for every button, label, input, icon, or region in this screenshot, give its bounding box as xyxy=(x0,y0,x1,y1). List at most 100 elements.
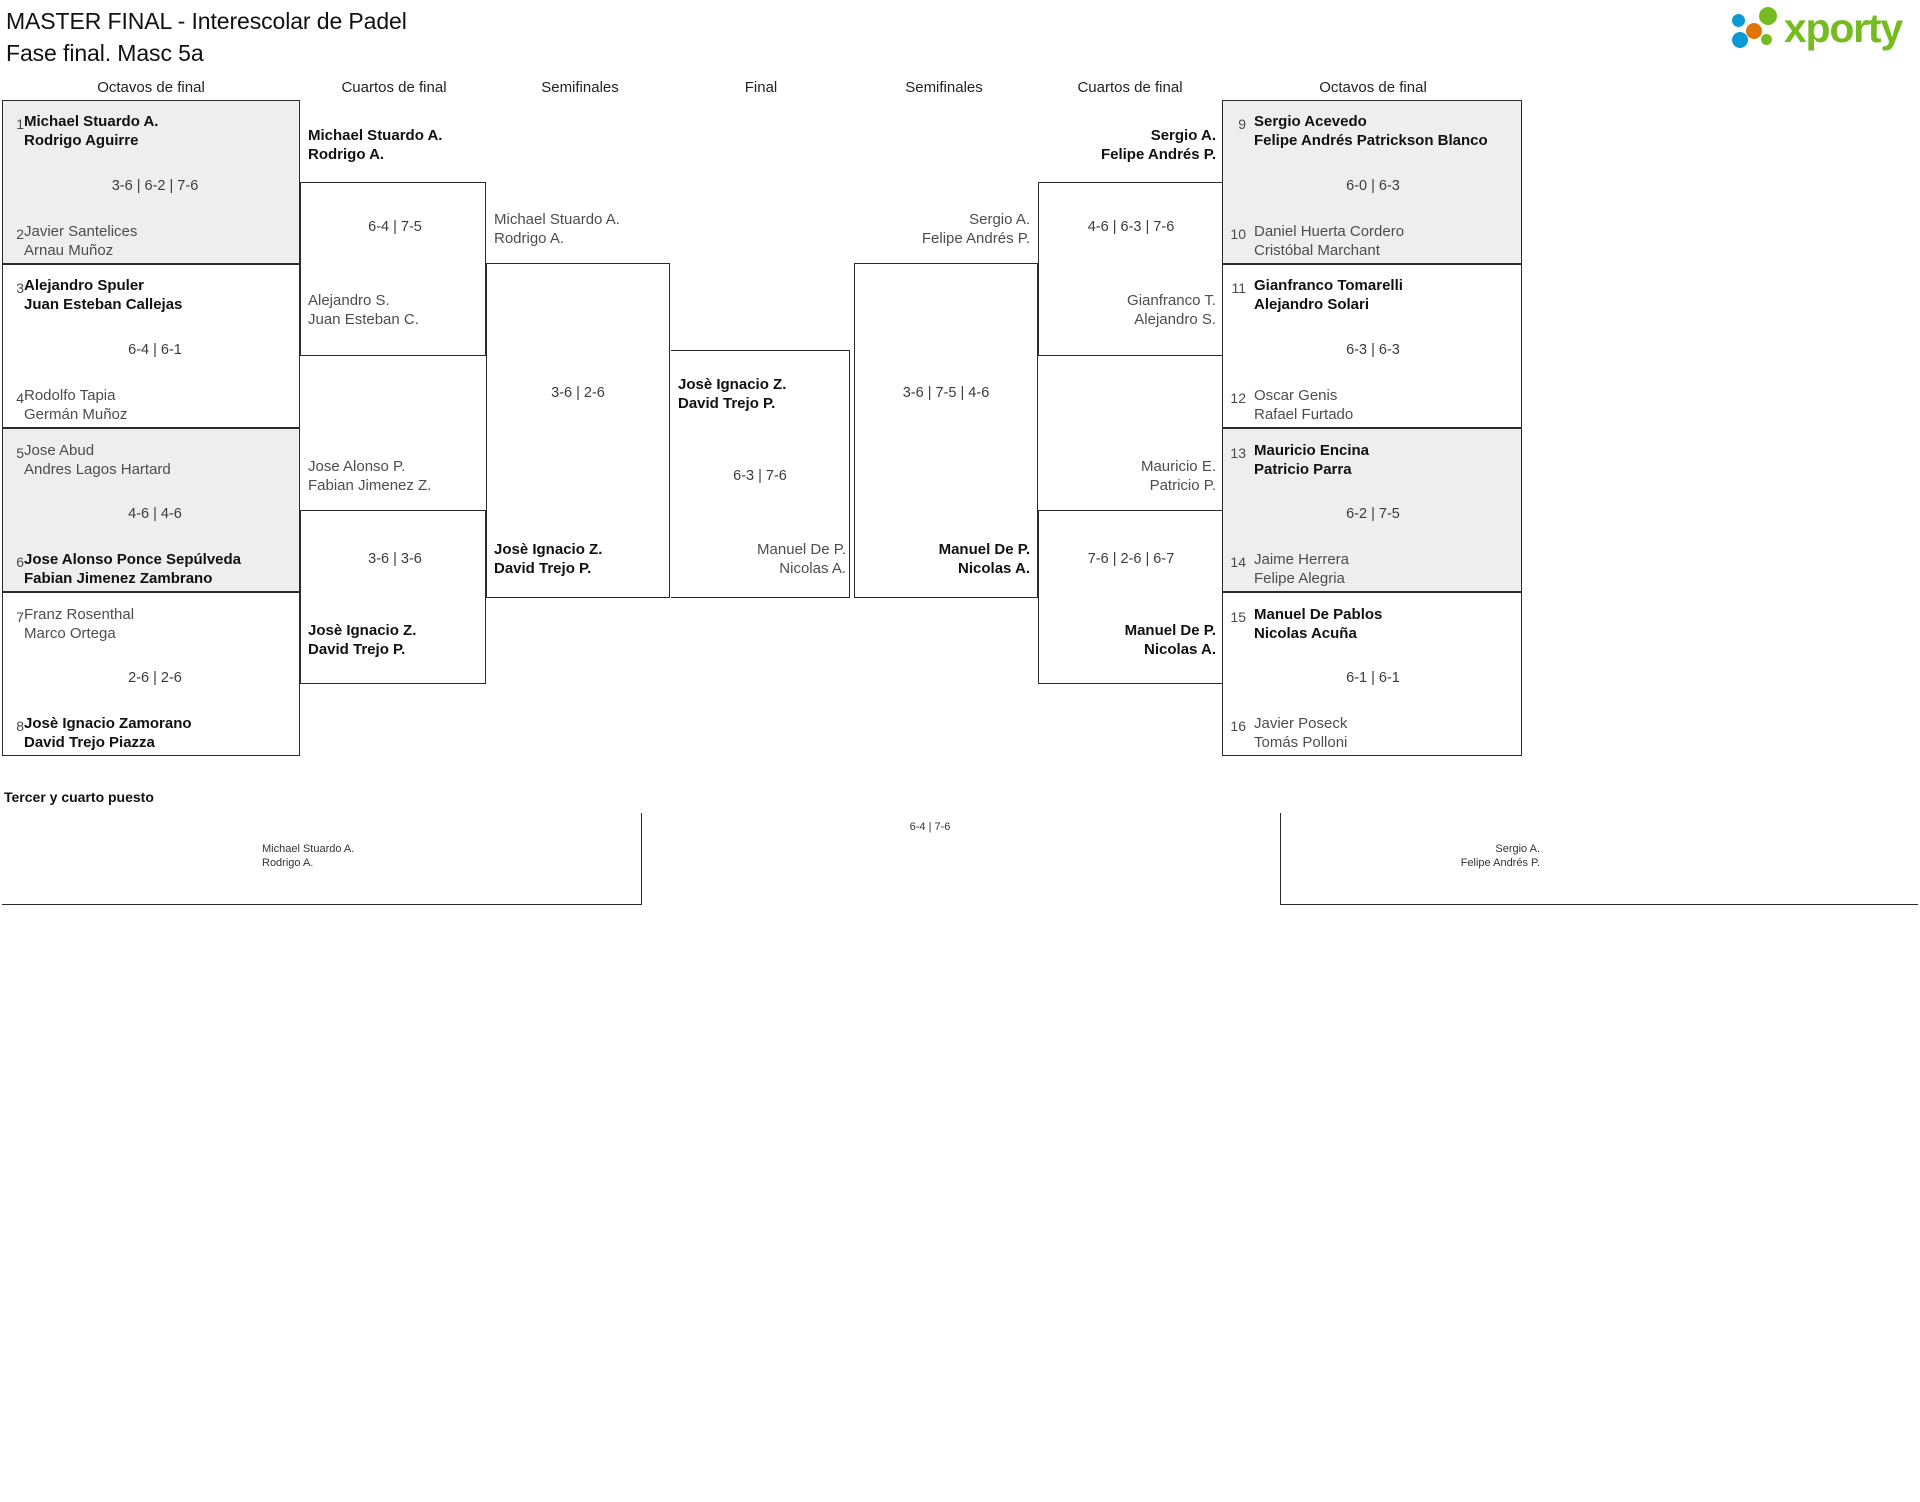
final-left-edge xyxy=(669,350,671,598)
match-box-l16-4[interactable] xyxy=(2,592,300,756)
seed-number: 5 xyxy=(16,445,24,461)
player-1: Jose Abud xyxy=(24,442,95,459)
team-l16-7[interactable]: 7 Franz Rosenthal Marco Ortega xyxy=(6,605,298,643)
seed-number: 3 xyxy=(16,280,24,296)
match-box-rqf-2[interactable] xyxy=(1038,510,1224,684)
player-2: Felipe Andrés P. xyxy=(1460,857,1540,870)
team-l16-1[interactable]: 1 Michael Stuardo A. Rodrigo Aguirre xyxy=(6,112,298,150)
seed-number: 1 xyxy=(16,116,24,132)
team-r16-13[interactable]: 13 Mauricio Encina Patricio Parra xyxy=(1228,441,1518,479)
player-1: Gianfranco T. xyxy=(1127,292,1216,309)
player-1: Javier Santelices xyxy=(24,223,138,240)
team-l16-2[interactable]: 2 Javier Santelices Arnau Muñoz xyxy=(6,222,298,260)
team-l16-3[interactable]: 3 Alejandro Spuler Juan Esteban Callejas xyxy=(6,276,298,314)
score-rsf-1: 3-6 | 7-5 | 4-6 xyxy=(902,385,990,401)
team-lsf-1[interactable]: Michael Stuardo A. Rodrigo A. xyxy=(494,210,670,248)
team-lqf-4[interactable]: Josè Ignacio Z. David Trejo P. xyxy=(308,621,488,659)
player-1: Michael Stuardo A. xyxy=(494,211,620,228)
player-2: Alejandro S. xyxy=(1134,311,1216,329)
team-r16-11[interactable]: 11 Gianfranco Tomarelli Alejandro Solari xyxy=(1228,276,1518,314)
team-rsf-2[interactable]: Manuel De P. Nicolas A. xyxy=(854,540,1030,578)
team-lqf-1[interactable]: Michael Stuardo A. Rodrigo A. xyxy=(308,126,488,164)
match-box-lqf-1[interactable] xyxy=(300,182,486,356)
player-1: Franz Rosenthal xyxy=(24,606,135,623)
match-box-l16-1[interactable] xyxy=(2,100,300,264)
logo-wordmark: xporty xyxy=(1783,4,1903,51)
team-r16-14[interactable]: 14 Jaime Herrera Felipe Alegria xyxy=(1228,550,1518,588)
player-1: Manuel De Pablos xyxy=(1254,606,1383,623)
team-names: Gianfranco Tomarelli Alejandro Solari xyxy=(1254,276,1403,314)
player-1: Michael Stuardo A. xyxy=(308,127,443,144)
score-l16-1: 3-6 | 6-2 | 7-6 xyxy=(111,178,199,194)
player-2: Patricio Parra xyxy=(1254,461,1352,479)
team-names: Manuel De Pablos Nicolas Acuña xyxy=(1254,605,1382,643)
match-box-rsf-1[interactable] xyxy=(854,263,1038,598)
match-box-r16-3[interactable] xyxy=(1222,428,1522,592)
team-lqf-3[interactable]: Jose Alonso P. Fabian Jimenez Z. xyxy=(308,457,488,495)
player-2: Rodrigo Aguirre xyxy=(24,132,139,150)
team-rqf-3[interactable]: Mauricio E. Patricio P. xyxy=(1036,457,1216,495)
team-rqf-4[interactable]: Manuel De P. Nicolas A. xyxy=(1036,621,1216,659)
team-names: Daniel Huerta Cordero Cristóbal Marchant xyxy=(1254,222,1404,260)
team-names: Javier Santelices Arnau Muñoz xyxy=(24,222,137,260)
seed-number: 4 xyxy=(16,390,24,406)
xporty-logo: xporty xyxy=(1731,4,1903,51)
round-header-left-qf: Cuartos de final xyxy=(341,79,447,96)
team-rqf-1[interactable]: Sergio A. Felipe Andrés P. xyxy=(1036,126,1216,164)
team-l16-8[interactable]: 8 Josè Ignacio Zamorano David Trejo Piaz… xyxy=(6,714,298,752)
player-2: Felipe Andrés Patrickson Blanco xyxy=(1254,132,1488,150)
team-r16-9[interactable]: 9 Sergio Acevedo Felipe Andrés Patrickso… xyxy=(1228,112,1518,150)
team-final-winner[interactable]: Josè Ignacio Z. David Trejo P. xyxy=(678,375,846,413)
player-2: David Trejo P. xyxy=(494,560,592,578)
match-box-r16-1[interactable] xyxy=(1222,100,1522,264)
seed-number: 6 xyxy=(16,554,24,570)
round-header-right-r16: Octavos de final xyxy=(1319,79,1427,96)
seed-number: 7 xyxy=(16,609,24,625)
team-l16-4[interactable]: 4 Rodolfo Tapia Germán Muñoz xyxy=(6,386,298,424)
team-lqf-2[interactable]: Alejandro S. Juan Esteban C. xyxy=(308,291,488,329)
player-2: Felipe Andrés P. xyxy=(921,230,1030,248)
player-2: Germán Muñoz xyxy=(24,406,128,424)
player-1: Oscar Genis xyxy=(1254,387,1338,404)
team-r16-12[interactable]: 12 Oscar Genis Rafael Furtado xyxy=(1228,386,1518,424)
team-final-runnerup[interactable]: Manuel De P. Nicolas A. xyxy=(678,540,846,578)
team-names: Jose Alonso Ponce Sepúlveda Fabian Jimen… xyxy=(24,550,241,588)
round-header-left-sf: Semifinales xyxy=(541,79,619,96)
team-l16-5[interactable]: 5 Jose Abud Andres Lagos Hartard xyxy=(6,441,298,479)
match-box-r16-2[interactable] xyxy=(1222,264,1522,428)
logo-dots-icon xyxy=(1731,6,1778,50)
team-r16-16[interactable]: 16 Javier Poseck Tomás Polloni xyxy=(1228,714,1518,752)
match-box-l16-2[interactable] xyxy=(2,264,300,428)
player-1: Manuel De P. xyxy=(938,541,1030,558)
third-place-team-right[interactable]: Sergio A. Felipe Andrés P. xyxy=(1300,842,1540,871)
player-1: Rodolfo Tapia xyxy=(24,387,116,404)
team-rqf-2[interactable]: Gianfranco T. Alejandro S. xyxy=(1036,291,1216,329)
seed-number: 2 xyxy=(16,226,24,242)
player-1: Sergio A. xyxy=(969,211,1030,228)
team-names: Oscar Genis Rafael Furtado xyxy=(1254,386,1353,424)
match-box-lsf-1[interactable] xyxy=(486,263,670,598)
seed-number: 14 xyxy=(1230,554,1246,570)
team-names: Sergio Acevedo Felipe Andrés Patrickson … xyxy=(1254,112,1488,150)
match-box-lqf-2[interactable] xyxy=(300,510,486,684)
team-l16-6[interactable]: 6 Jose Alonso Ponce Sepúlveda Fabian Jim… xyxy=(6,550,298,588)
team-rsf-1[interactable]: Sergio A. Felipe Andrés P. xyxy=(854,210,1030,248)
team-lsf-2[interactable]: Josè Ignacio Z. David Trejo P. xyxy=(494,540,670,578)
team-names: Mauricio Encina Patricio Parra xyxy=(1254,441,1369,479)
third-place-box-left[interactable] xyxy=(2,813,642,905)
third-place-team-left[interactable]: Michael Stuardo A. Rodrigo A. xyxy=(262,842,502,871)
score-lsf-1: 3-6 | 2-6 xyxy=(551,385,605,401)
team-names: Michael Stuardo A. Rodrigo Aguirre xyxy=(24,112,158,150)
match-box-l16-3[interactable] xyxy=(2,428,300,592)
match-box-rqf-1[interactable] xyxy=(1038,182,1224,356)
team-names: Jaime Herrera Felipe Alegria xyxy=(1254,550,1349,588)
seed-number: 10 xyxy=(1230,226,1246,242)
round-header-left-r16: Octavos de final xyxy=(97,79,205,96)
match-box-r16-4[interactable] xyxy=(1222,592,1522,756)
third-place-label: Tercer y cuarto puesto xyxy=(4,789,154,805)
player-1: Manuel De P. xyxy=(1124,622,1216,639)
team-r16-15[interactable]: 15 Manuel De Pablos Nicolas Acuña xyxy=(1228,605,1518,643)
third-place-box-right[interactable] xyxy=(1280,813,1918,905)
team-r16-10[interactable]: 10 Daniel Huerta Cordero Cristóbal March… xyxy=(1228,222,1518,260)
match-box-final[interactable] xyxy=(670,350,850,598)
